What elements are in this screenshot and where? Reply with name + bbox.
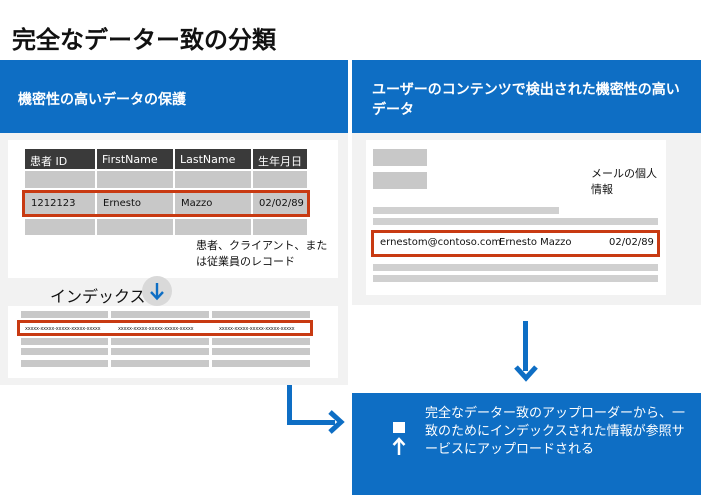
index-cell bbox=[212, 338, 310, 345]
index-cell bbox=[21, 360, 108, 367]
table-cell bbox=[175, 219, 251, 235]
detected-birthdate: 02/02/89 bbox=[609, 237, 654, 248]
index-cell bbox=[111, 348, 209, 355]
detected-row-outline bbox=[371, 230, 660, 257]
highlighted-index-outline bbox=[17, 320, 313, 336]
highlighted-record-outline bbox=[22, 190, 310, 217]
index-cell bbox=[212, 360, 310, 367]
records-note: 患者、クライアント、または従業員のレコード bbox=[196, 239, 328, 268]
upload-box-text: 完全なデーター致のアップローダーから、一致のためにインデックスされた情報が参照サ… bbox=[425, 406, 686, 457]
table-cell bbox=[25, 193, 95, 215]
left-panel-header-text: 機密性の高いデータの保護 bbox=[18, 92, 186, 108]
doc-block bbox=[373, 149, 427, 166]
right-panel-header-text: ユーザーのコンテンツで検出された機密性の高いデータ bbox=[372, 82, 680, 118]
flow-arrow-elbow-horizontal bbox=[287, 420, 335, 425]
hashed-value: xxxxx-xxxxx-xxxxx-xxxxx-xxxxx bbox=[219, 326, 295, 332]
index-cell bbox=[111, 338, 209, 345]
column-header-firstname: FirstName bbox=[97, 149, 173, 169]
index-cell bbox=[212, 348, 310, 355]
index-cell bbox=[21, 311, 108, 318]
column-header-lastname: LastName bbox=[175, 149, 251, 169]
column-header-patient-id: 患者 ID bbox=[25, 149, 95, 169]
table-cell bbox=[97, 171, 173, 188]
flow-arrow-right-head bbox=[328, 410, 345, 434]
flow-arrow-elbow-vertical bbox=[287, 385, 292, 425]
hashed-value: xxxxx-xxxxx-xxxxx-xxxxx-xxxxx bbox=[25, 326, 101, 332]
index-cell bbox=[21, 348, 108, 355]
index-cell bbox=[111, 311, 209, 318]
doc-line bbox=[373, 218, 658, 225]
doc-line bbox=[373, 275, 658, 282]
table-cell bbox=[175, 171, 251, 188]
hashed-value: xxxxx-xxxxx-xxxxx-xxxxx-xxxxx bbox=[118, 326, 194, 332]
index-cell bbox=[212, 311, 310, 318]
detected-row-bg bbox=[373, 232, 658, 254]
doc-block bbox=[373, 172, 427, 189]
left-panel-header: 機密性の高いデータの保護 bbox=[0, 60, 348, 133]
table-cell bbox=[253, 219, 307, 235]
flow-arrow-down-head bbox=[514, 365, 538, 382]
doc-line bbox=[373, 264, 658, 271]
index-label: インデックス bbox=[50, 287, 146, 306]
index-cell bbox=[111, 360, 209, 367]
detected-name: Ernesto Mazzo bbox=[499, 237, 572, 248]
detected-email: ernestom@contoso.com bbox=[380, 237, 502, 248]
record-lastname: Mazzo bbox=[181, 198, 213, 209]
table-cell bbox=[25, 171, 95, 188]
document-label: メールの個人情報 bbox=[591, 167, 657, 196]
page-title: 完全なデーター致の分類 bbox=[12, 26, 276, 54]
upload-icon bbox=[391, 422, 407, 456]
down-arrow-icon bbox=[142, 276, 172, 306]
table-cell bbox=[175, 193, 251, 215]
record-birthdate: 02/02/89 bbox=[259, 198, 304, 209]
doc-line bbox=[373, 207, 559, 214]
table-cell bbox=[97, 193, 173, 215]
column-header-birthdate: 生年月日 bbox=[253, 149, 307, 169]
index-cell bbox=[21, 338, 108, 345]
record-firstname: Ernesto bbox=[103, 198, 141, 209]
table-cell bbox=[25, 219, 95, 235]
table-cell bbox=[97, 219, 173, 235]
upload-box bbox=[352, 393, 701, 495]
flow-arrow-down-line bbox=[523, 321, 528, 371]
table-cell bbox=[253, 193, 307, 215]
record-patient-id: 1212123 bbox=[31, 198, 76, 209]
table-cell bbox=[253, 171, 307, 188]
right-panel-header: ユーザーのコンテンツで検出された機密性の高いデータ bbox=[352, 60, 701, 133]
